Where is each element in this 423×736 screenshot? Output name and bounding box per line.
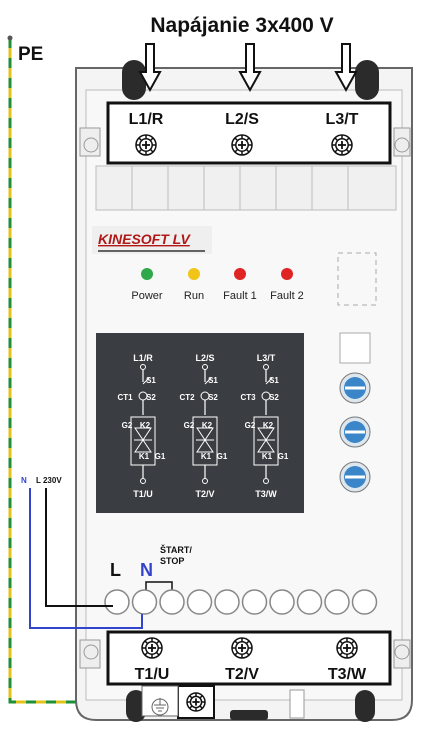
terminal-n-label: N [140,560,153,580]
schematic-k1-3: K1 [262,452,273,461]
start-stop-label-2: STOP [160,556,184,566]
control-terminal-1 [104,589,130,615]
small-square [339,332,371,364]
schematic-ct-label-3: CT3 [240,393,256,402]
schematic-g2-3: G2 [245,421,256,430]
schematic-s1-1: S1 [146,376,156,385]
led-label-3: Fault 1 [223,290,257,302]
pe-terminal-screw [186,692,206,712]
top-terminal-ribs [95,165,397,211]
control-terminal-10 [351,589,378,615]
start-stop-label-1: ŠTART/ [160,544,192,555]
neutral-wire [29,488,143,629]
bottom-latch [289,689,305,719]
output-terminal-label-2: T2/V [225,666,259,683]
control-terminal-5 [214,589,240,615]
schematic-s1-2: S1 [208,376,218,385]
input-terminal-label-3: L3/T [326,111,359,128]
supply-arrows [138,43,358,93]
control-terminal-2 [131,589,158,615]
input-terminal-screw-1 [135,134,157,156]
schematic-top-label-3: L3/T [257,353,276,363]
schematic-g1-3: G1 [278,452,289,461]
schematic-g2-2: G2 [184,421,195,430]
output-terminal-label-3: T3/W [328,666,367,683]
schematic-s2-2: S2 [208,393,218,402]
schematic-s1-3: S1 [269,376,279,385]
schematic-k2-3: K2 [263,421,274,430]
input-terminal-label-1: L1/R [129,111,164,128]
line-230v-wire [45,488,113,607]
l-230v-wire-label: L 230V [36,476,62,485]
output-terminal-screw-3 [336,637,358,659]
control-terminal-3 [159,589,185,615]
schematic-ct-label-2: CT2 [179,393,195,402]
adjust-knob-3 [339,461,371,493]
schematic-g1-1: G1 [155,452,166,461]
schematic-s2-1: S2 [146,393,156,402]
led-3 [234,268,246,280]
output-terminal-screw-2 [231,637,253,659]
led-2 [188,268,200,280]
output-terminal-label-1: T1/U [135,666,170,683]
schematic-ct-label-1: CT1 [117,393,133,402]
supply-title: Napájanie 3x400 V [150,14,333,37]
schematic-top-label-2: L2/S [195,353,214,363]
input-terminal-label-2: L2/S [225,111,259,128]
schematic-k2-2: K2 [202,421,213,430]
pe-label: PE [18,44,43,65]
led-label-1: Power [131,290,163,302]
schematic-bottom-label-2: T2/V [195,489,214,499]
schematic-k1-1: K1 [139,452,150,461]
display-outline [337,252,377,306]
led-1 [141,268,153,280]
pe-dot [7,35,13,41]
ground-terminal [141,685,215,719]
schematic-k1-2: K1 [201,452,212,461]
led-label-4: Fault 2 [270,290,304,302]
led-label-2: Run [184,290,204,302]
schematic-g1-2: G1 [217,452,228,461]
start-stop-jumper [145,581,173,592]
led-4 [281,268,293,280]
n-wire-label: N [21,476,27,485]
brand-logo: KINESOFT LV [92,226,212,254]
bottom-slot [230,710,268,720]
schematic-k2-1: K2 [140,421,151,430]
control-terminal-6 [241,589,268,615]
schematic-s2-3: S2 [269,393,279,402]
brand-name: KINESOFT LV [98,231,191,247]
control-terminal-7 [269,589,295,615]
schematic-top-label-1: L1/R [133,353,153,363]
terminal-l-label: L [110,560,121,580]
adjust-knob-2 [339,416,371,448]
schematic-bottom-label-3: T3/W [255,489,277,499]
schematic-g2-1: G2 [122,421,133,430]
control-terminal-4 [186,589,213,615]
schematic-bottom-label-1: T1/U [133,489,153,499]
input-terminal-screw-3 [331,134,353,156]
control-terminal-8 [296,589,323,615]
adjust-knob-1 [339,372,371,404]
control-terminal-9 [324,589,350,615]
output-terminal-screw-1 [141,637,163,659]
input-terminal-screw-2 [231,134,253,156]
